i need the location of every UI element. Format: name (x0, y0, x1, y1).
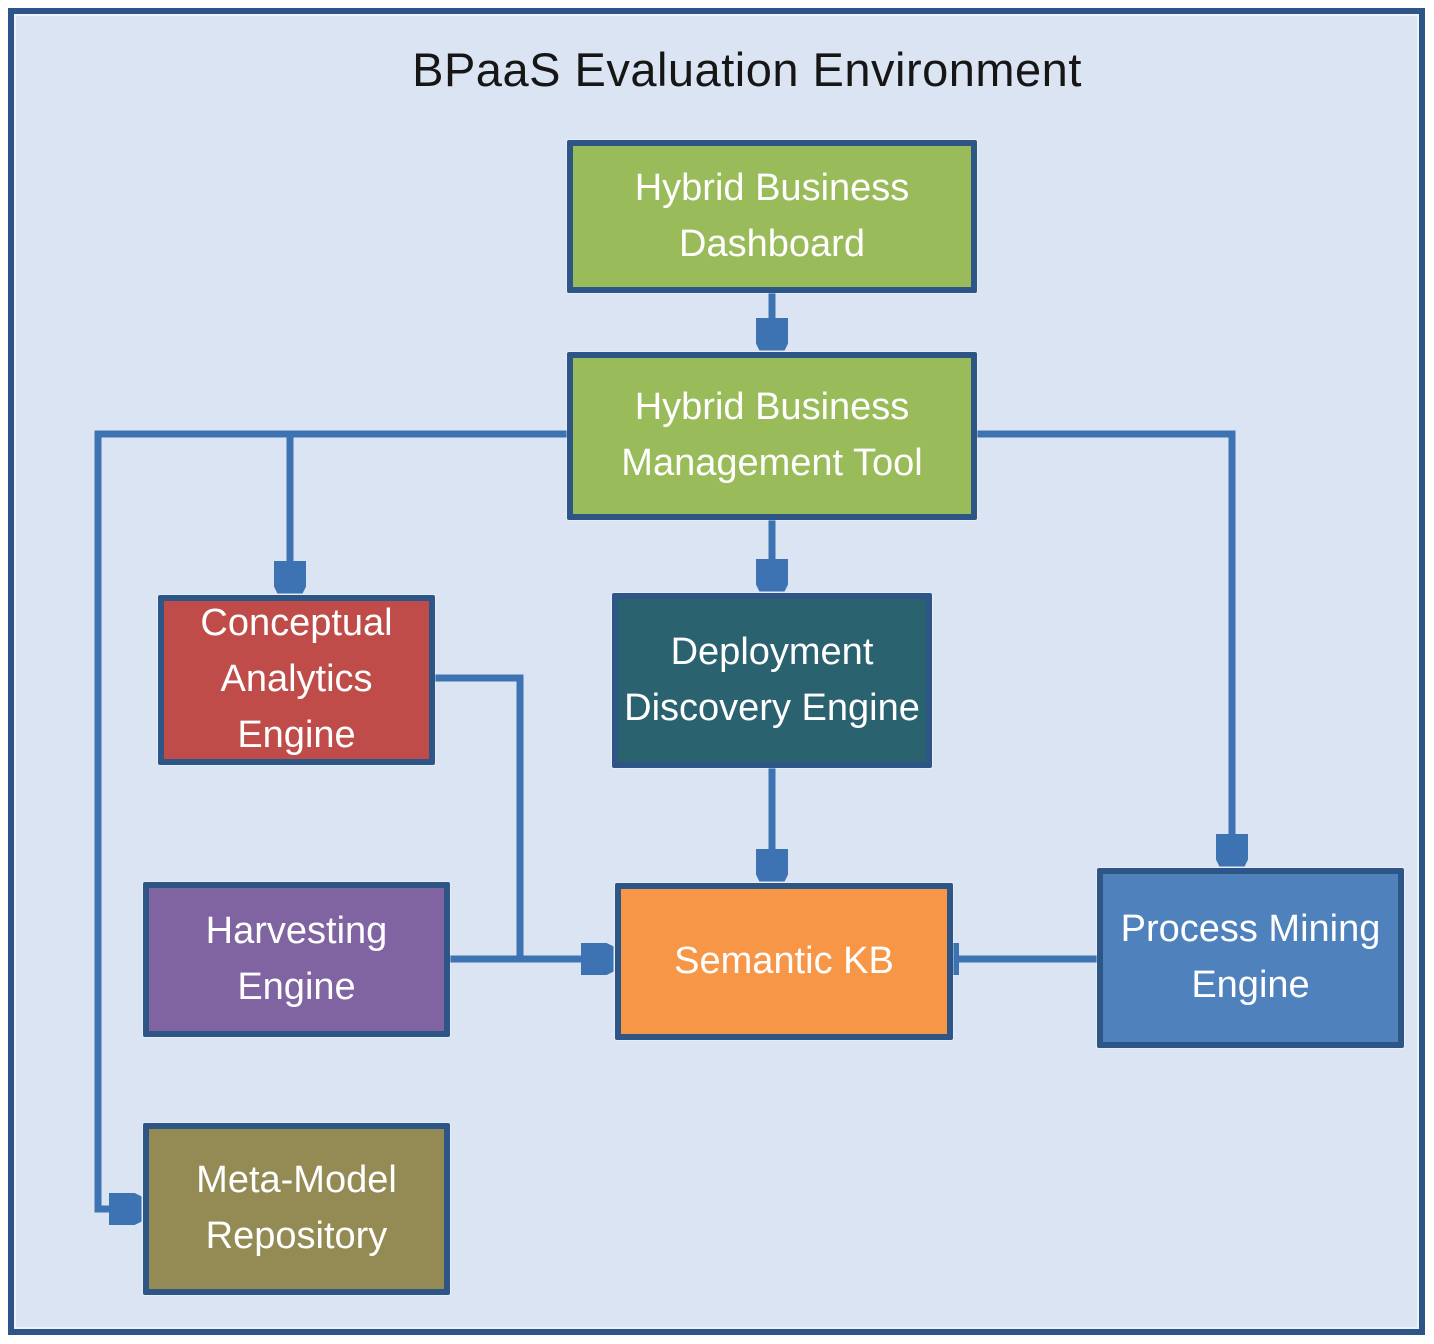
node-label: Harvesting Engine (205, 909, 388, 1008)
node-hybrid-business-management-tool: Hybrid Business Management Tool (567, 352, 977, 520)
node-hybrid-business-dashboard: Hybrid Business Dashboard (567, 140, 977, 293)
node-meta-model-repository: Meta-Model Repository (143, 1123, 450, 1295)
connector-mgmt-to-mining (965, 430, 1232, 860)
node-label: Deployment Discovery Engine (624, 630, 920, 729)
node-process-mining-engine: Process Mining Engine (1097, 868, 1404, 1048)
node-label: Process Mining Engine (1120, 908, 1381, 1006)
node-label: Semantic KB (674, 939, 894, 982)
connector-conceptual-to-kb (427, 674, 524, 959)
node-semantic-kb: Semantic KB (615, 883, 953, 1040)
node-label: Meta-Model Repository (196, 1159, 397, 1257)
diagram-title: BPaaS Evaluation Environment (412, 43, 1082, 96)
connector-mgmt-to-metamodel (94, 430, 567, 1209)
node-label: Conceptual Analytics Engine (200, 602, 393, 756)
node-label: Hybrid Business Management Tool (621, 386, 923, 484)
node-harvesting-engine: Harvesting Engine (143, 882, 450, 1037)
node-deployment-discovery-engine: Deployment Discovery Engine (612, 593, 932, 768)
node-label: Hybrid Business Dashboard (634, 166, 910, 265)
node-conceptual-analytics-engine: Conceptual Analytics Engine (158, 595, 435, 765)
